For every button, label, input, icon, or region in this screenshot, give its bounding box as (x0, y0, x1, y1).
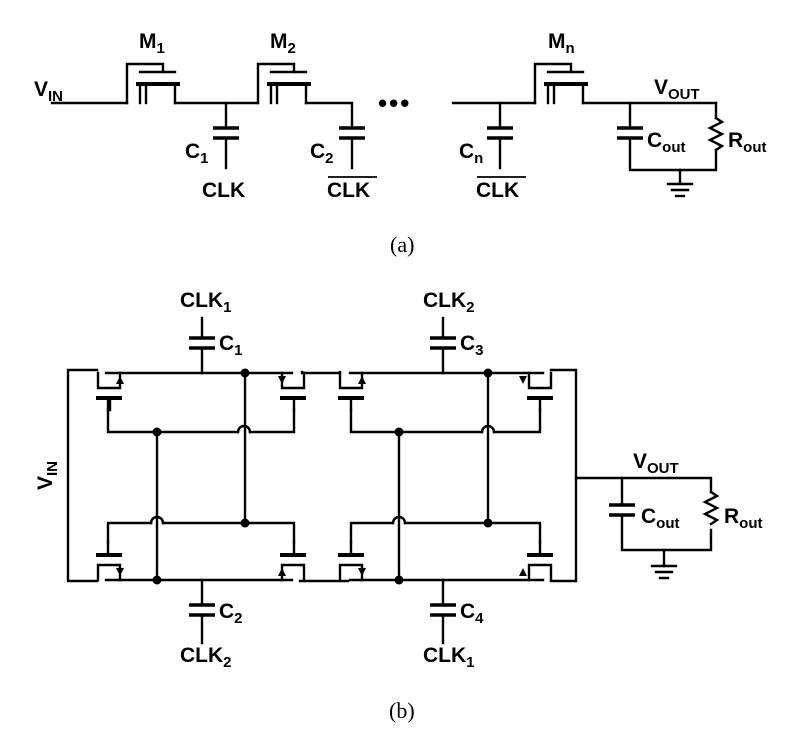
a-c1-label: C1 (185, 140, 209, 167)
panel-b-junction-dots (152, 368, 493, 585)
a-cout-label: Cout (647, 129, 686, 156)
a-clk-n-label: CLK (476, 179, 519, 202)
panel-a-wires (50, 62, 725, 198)
panel-b-capacitors (189, 336, 635, 617)
b-c2-label: C2 (219, 600, 243, 627)
a-vout-label: VOUT (654, 76, 700, 103)
caption-b: (b) (389, 698, 415, 723)
a-mn-label: Mn (548, 30, 575, 57)
panel-b-transistors (96, 371, 553, 582)
b-c3-label: C3 (460, 332, 484, 359)
caption-a: (a) (390, 232, 414, 257)
b-cout-label: Cout (641, 505, 680, 532)
a-ellipsis: ••• (378, 88, 411, 118)
a-vin-label: VIN (34, 78, 63, 105)
panel-b-wires (66, 316, 720, 645)
b-clk-bottom-right-label: CLK1 (423, 644, 475, 671)
panel-b: CLK1 C1 CLK2 C3 C2 CLK2 C4 CLK1 VIN VOUT… (34, 289, 763, 723)
panel-a-devices (136, 70, 643, 140)
b-c1-label: C1 (219, 332, 243, 359)
a-m1-label: M1 (139, 30, 165, 57)
b-clk-top-right-label: CLK2 (423, 289, 475, 316)
a-clk-2-label: CLK (327, 179, 370, 202)
a-clk-1-label: CLK (202, 179, 245, 202)
b-vout-label: VOUT (633, 450, 679, 477)
b-clk-top-left-label: CLK1 (180, 289, 232, 316)
a-cn-label: Cn (459, 140, 483, 167)
b-rout-label: Rout (724, 505, 763, 532)
b-c4-label: C4 (460, 600, 484, 627)
b-clk-bottom-left-label: CLK2 (180, 644, 232, 671)
a-c2-label: C2 (310, 140, 334, 167)
a-rout-label: Rout (728, 129, 767, 156)
panel-a: VIN M1 M2 Mn ••• VOUT C1 C2 Cn CLK CLK C… (34, 30, 767, 257)
a-m2-label: M2 (270, 30, 296, 57)
b-vin-label: VIN (34, 461, 61, 490)
